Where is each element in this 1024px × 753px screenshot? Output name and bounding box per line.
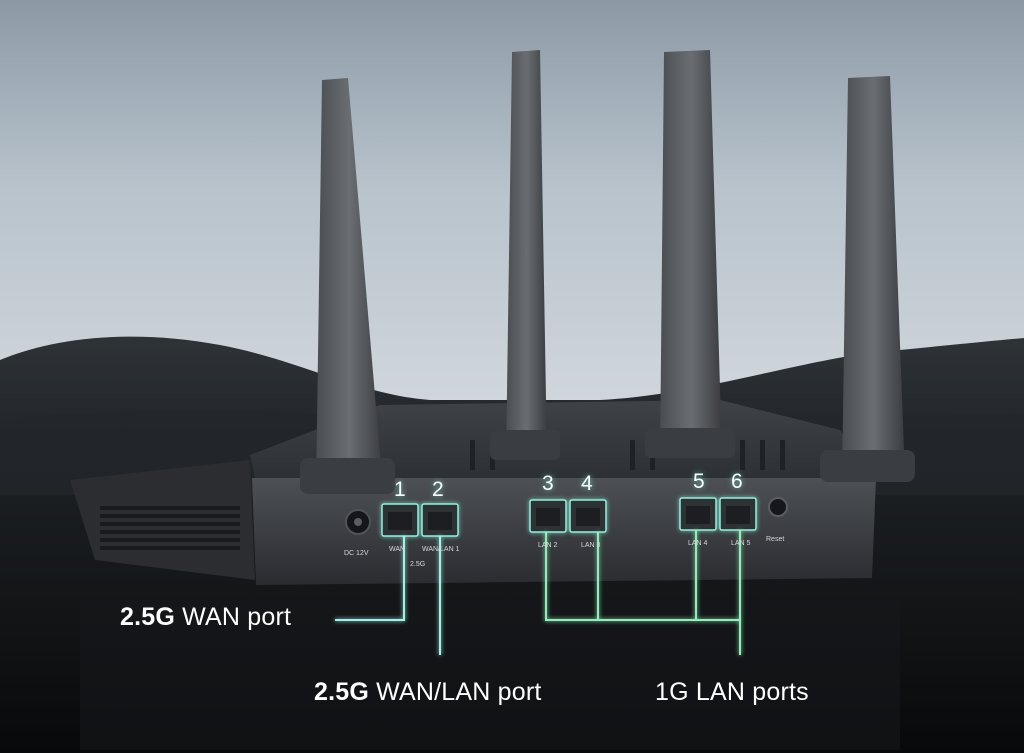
- label-speed: 2.5G: [410, 561, 426, 568]
- port-number-5: 5: [693, 470, 705, 493]
- label-reset: Reset: [766, 536, 785, 543]
- label-dc: DC 12V: [344, 550, 369, 557]
- label-wan: WAN: [389, 546, 406, 553]
- callout-lan-ports: 1G LAN ports: [655, 678, 809, 707]
- callout-wan-speed: 2.5G: [120, 603, 175, 631]
- label-lan4: LAN 4: [688, 540, 708, 547]
- callout-wanlan-text: WAN/LAN port: [376, 678, 542, 706]
- callout-wan-port: 2.5G WAN port: [120, 603, 291, 632]
- port-number-1: 1: [394, 478, 406, 501]
- callout-lan-text: 1G LAN ports: [655, 678, 809, 706]
- label-wan-lan1: WAN/LAN 1: [422, 546, 460, 553]
- port-number-4: 4: [581, 472, 593, 495]
- port-number-3: 3: [542, 472, 554, 495]
- callout-wan-lan-port: 2.5G WAN/LAN port: [314, 678, 542, 707]
- label-lan3: LAN 3: [581, 542, 601, 549]
- label-lan2: LAN 2: [538, 542, 558, 549]
- label-lan5: LAN 5: [731, 540, 751, 547]
- callout-wanlan-speed: 2.5G: [314, 678, 369, 706]
- callout-wan-text: WAN port: [182, 603, 292, 631]
- port-number-6: 6: [731, 470, 743, 493]
- port-number-2: 2: [432, 478, 444, 501]
